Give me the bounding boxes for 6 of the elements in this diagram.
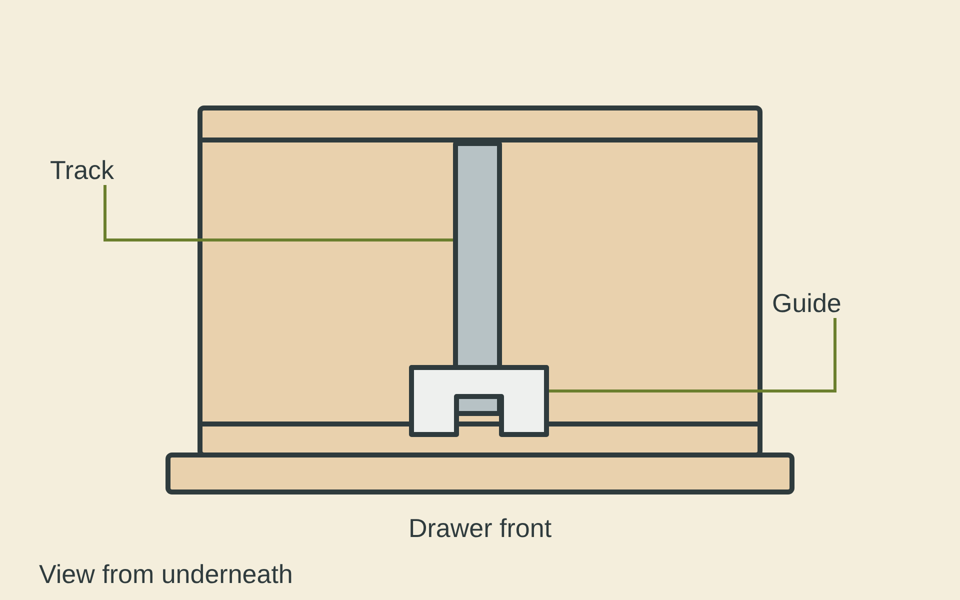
part-label: Track [50, 155, 114, 185]
leader-line [549, 318, 836, 392]
part-label: Guide [772, 288, 842, 318]
caption: View from underneath [39, 559, 293, 589]
part-label: Drawer front [408, 513, 552, 543]
leader-line [104, 185, 453, 242]
